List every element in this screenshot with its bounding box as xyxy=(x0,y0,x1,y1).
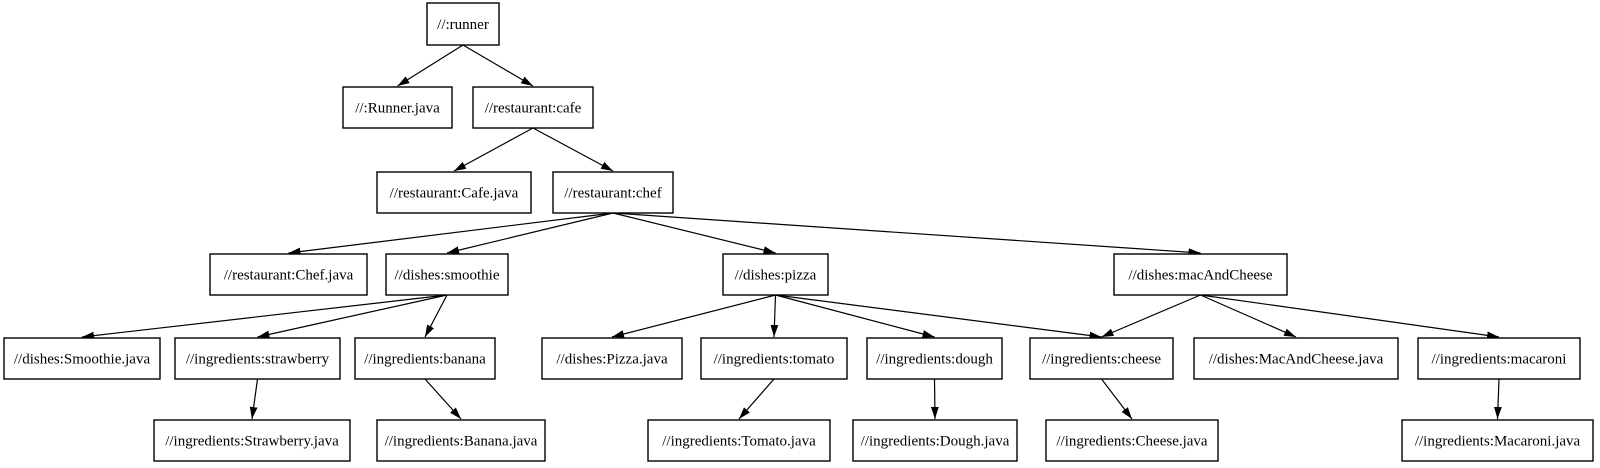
node-label-smoothie: //dishes:smoothie xyxy=(395,268,500,284)
node-box-strawberry xyxy=(174,337,341,380)
edge-runner-to-runner_java xyxy=(397,44,464,87)
node-chef: //restaurant:chef xyxy=(552,171,674,214)
node-box-dough_java xyxy=(852,419,1018,462)
edge-mac_and_cheese-to-mac_java xyxy=(1200,294,1297,338)
node-label-pizza_java: //dishes:Pizza.java xyxy=(556,352,668,368)
node-label-cheese: //ingredients:cheese xyxy=(1042,352,1161,368)
edge-mac_and_cheese-to-cheese xyxy=(1101,294,1201,338)
node-box-tomato xyxy=(700,337,848,380)
node-label-mac_and_cheese: //dishes:macAndCheese xyxy=(1128,268,1272,284)
node-dough_java: //ingredients:Dough.java xyxy=(852,419,1018,462)
node-box-chef xyxy=(552,171,674,214)
node-runner_java: //:Runner.java xyxy=(342,86,453,129)
node-box-cheese xyxy=(1029,337,1174,380)
node-mac_and_cheese: //dishes:macAndCheese xyxy=(1113,253,1288,296)
node-box-chef_java xyxy=(209,253,368,296)
edge-chef-to-smoothie xyxy=(446,212,614,254)
node-label-dough: //ingredients:dough xyxy=(876,352,993,368)
edge-tomato-to-tomato_java xyxy=(738,378,775,420)
node-label-banana_java: //ingredients:Banana.java xyxy=(385,434,538,450)
edge-cafe-to-chef xyxy=(532,127,614,172)
node-box-pizza_java xyxy=(541,337,683,380)
node-label-cheese_java: //ingredients:Cheese.java xyxy=(1056,434,1208,450)
node-cafe: //restaurant:cafe xyxy=(472,86,594,129)
edge-dough-to-dough_java xyxy=(930,378,939,420)
node-label-smoothie_java: //dishes:Smoothie.java xyxy=(14,352,151,368)
edge-chef-to-pizza xyxy=(612,212,776,254)
edge-chef-to-chef_java xyxy=(288,212,614,256)
node-label-banana: //ingredients:banana xyxy=(364,352,486,368)
node-label-cafe: //restaurant:cafe xyxy=(485,101,582,117)
edge-layer xyxy=(81,44,1502,420)
edge-pizza-to-tomato xyxy=(770,294,779,338)
node-runner: //:runner xyxy=(426,2,500,46)
node-box-banana xyxy=(354,337,496,380)
edge-cafe-to-cafe_java xyxy=(453,127,534,172)
node-macaroni: //ingredients:macaroni xyxy=(1417,337,1581,380)
edge-runner-to-cafe xyxy=(462,44,534,87)
edge-pizza-to-pizza_java xyxy=(611,294,776,338)
node-box-tomato_java xyxy=(647,419,831,462)
node-mac_java: //dishes:MacAndCheese.java xyxy=(1193,337,1399,380)
node-label-mac_java: //dishes:MacAndCheese.java xyxy=(1209,352,1384,368)
edge-pizza-to-cheese xyxy=(775,294,1102,340)
edge-cheese-to-cheese_java xyxy=(1101,378,1133,420)
edge-macaroni-to-macaroni_java xyxy=(1494,378,1502,420)
node-label-runner_java: //:Runner.java xyxy=(355,101,440,117)
node-box-cafe xyxy=(472,86,594,129)
node-pizza_java: //dishes:Pizza.java xyxy=(541,337,683,380)
node-label-runner: //:runner xyxy=(437,17,489,33)
node-label-tomato: //ingredients:tomato xyxy=(714,352,835,368)
node-smoothie_java: //dishes:Smoothie.java xyxy=(3,337,161,380)
node-box-banana_java xyxy=(376,419,546,462)
node-box-pizza xyxy=(722,253,829,296)
edge-chef-to-mac_and_cheese xyxy=(612,212,1201,257)
node-cheese_java: //ingredients:Cheese.java xyxy=(1045,419,1219,462)
edge-smoothie-to-strawberry xyxy=(257,294,448,339)
node-box-mac_and_cheese xyxy=(1113,253,1288,296)
node-box-runner xyxy=(426,2,500,46)
node-banana: //ingredients:banana xyxy=(354,337,496,380)
node-strawberry_java: //ingredients:Strawberry.java xyxy=(153,419,351,462)
node-box-runner_java xyxy=(342,86,453,129)
node-label-macaroni_java: //ingredients:Macaroni.java xyxy=(1415,434,1581,450)
node-box-smoothie_java xyxy=(3,337,161,380)
node-box-cheese_java xyxy=(1045,419,1219,462)
edge-banana-to-banana_java xyxy=(424,378,462,420)
edge-strawberry-to-strawberry_java xyxy=(249,378,259,420)
node-strawberry: //ingredients:strawberry xyxy=(174,337,341,380)
node-macaroni_java: //ingredients:Macaroni.java xyxy=(1401,419,1594,462)
edge-smoothie-to-banana xyxy=(424,294,448,338)
node-label-cafe_java: //restaurant:Cafe.java xyxy=(390,186,519,202)
node-layer: //:runner //:Runner.java //restaurant:cafe… xyxy=(3,2,1594,462)
node-cheese: //ingredients:cheese xyxy=(1029,337,1174,380)
node-smoothie: //dishes:smoothie xyxy=(385,253,509,296)
node-box-strawberry_java xyxy=(153,419,351,462)
node-dough: //ingredients:dough xyxy=(866,337,1003,380)
node-label-pizza: //dishes:pizza xyxy=(735,268,817,284)
node-box-macaroni_java xyxy=(1401,419,1594,462)
node-box-cafe_java xyxy=(376,171,532,214)
node-tomato_java: //ingredients:Tomato.java xyxy=(647,419,831,462)
node-label-chef_java: //restaurant:Chef.java xyxy=(224,268,354,284)
node-box-dough xyxy=(866,337,1003,380)
node-box-mac_java xyxy=(1193,337,1399,380)
node-pizza: //dishes:pizza xyxy=(722,253,829,296)
node-box-macaroni xyxy=(1417,337,1581,380)
edge-mac_and_cheese-to-macaroni xyxy=(1200,294,1500,340)
node-banana_java: //ingredients:Banana.java xyxy=(376,419,546,462)
edge-pizza-to-dough xyxy=(775,294,935,338)
node-label-strawberry_java: //ingredients:Strawberry.java xyxy=(165,434,339,450)
node-label-dough_java: //ingredients:Dough.java xyxy=(861,434,1010,450)
node-label-macaroni: //ingredients:macaroni xyxy=(1432,352,1567,368)
edge-smoothie-to-smoothie_java xyxy=(81,294,448,340)
node-tomato: //ingredients:tomato xyxy=(700,337,848,380)
node-label-tomato_java: //ingredients:Tomato.java xyxy=(662,434,816,450)
node-box-smoothie xyxy=(385,253,509,296)
node-label-chef: //restaurant:chef xyxy=(564,186,661,202)
node-cafe_java: //restaurant:Cafe.java xyxy=(376,171,532,214)
node-label-strawberry: //ingredients:strawberry xyxy=(186,352,330,368)
node-chef_java: //restaurant:Chef.java xyxy=(209,253,368,296)
